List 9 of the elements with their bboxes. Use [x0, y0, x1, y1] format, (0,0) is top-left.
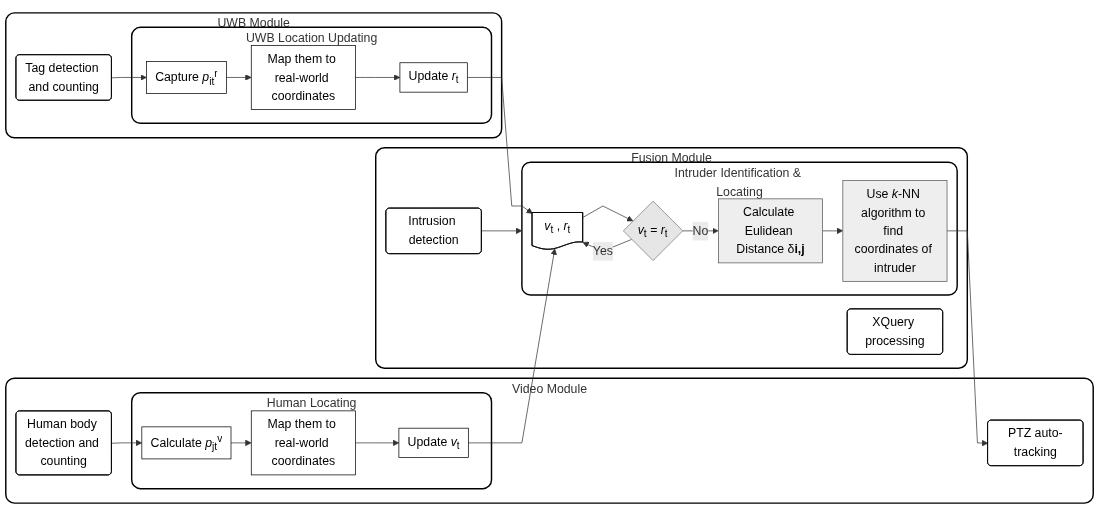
node-box: Use k-NN algorithm to find coordinates of intruder — [842, 180, 948, 282]
node-box: Map them to real-world coordinates — [250, 410, 356, 476]
node-box: Map them to real-world coordinates — [250, 45, 356, 110]
node-box: Calculate Eulidean Distance δi,j — [718, 198, 823, 264]
node-box: Update v$_{t}$ — [398, 427, 469, 458]
node-box: Update r$_{t}$ — [399, 62, 468, 93]
node-diamond: v$_{t}$ = r$_{t}$ — [623, 200, 684, 261]
edge-label: No — [692, 223, 709, 238]
edge-label: Yes — [592, 244, 613, 258]
